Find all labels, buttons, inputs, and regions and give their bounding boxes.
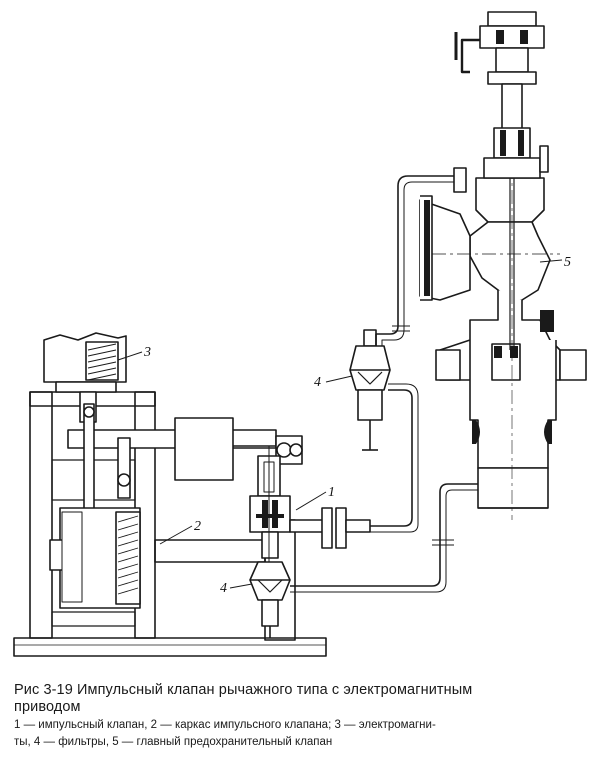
caption-legend-line-1: 1 — импульсный клапан, 2 — каркас импуль… bbox=[14, 719, 436, 731]
caption-title-line-2: приводом bbox=[14, 699, 81, 715]
valve-diagram: 3 2 1 4 4 5 bbox=[13, 11, 587, 657]
impulse-valve bbox=[249, 446, 291, 570]
label-3: 3 bbox=[143, 345, 151, 360]
leader-lines bbox=[117, 259, 563, 589]
label-1: 1 bbox=[328, 485, 335, 500]
label-4-upper: 4 bbox=[314, 375, 321, 390]
caption-legend-line-2: ты, 4 — фильтры, 5 — главный предохранит… bbox=[14, 736, 333, 748]
label-5: 5 bbox=[564, 255, 571, 270]
pipe-flange bbox=[289, 507, 371, 549]
main-safety-valve bbox=[419, 40, 587, 520]
electromagnet-top bbox=[43, 332, 127, 423]
label-2: 2 bbox=[194, 519, 201, 534]
base-plate bbox=[13, 637, 327, 657]
filter-lower bbox=[249, 561, 291, 638]
part-labels: 3 2 1 4 4 5 bbox=[143, 255, 571, 596]
figure-caption: Рис 3-19 Импульсный клапан рычажного тип… bbox=[14, 682, 604, 750]
caption-title-line-1: Рис 3-19 Импульсный клапан рычажного тип… bbox=[14, 682, 473, 698]
label-4-lower: 4 bbox=[220, 581, 227, 596]
valve-bonnet bbox=[454, 11, 549, 179]
electromagnet-bottom bbox=[49, 507, 141, 609]
counterweight bbox=[174, 417, 303, 481]
lever-mechanism bbox=[67, 403, 277, 515]
impulse-piping bbox=[290, 167, 478, 593]
filter-upper bbox=[349, 329, 391, 451]
